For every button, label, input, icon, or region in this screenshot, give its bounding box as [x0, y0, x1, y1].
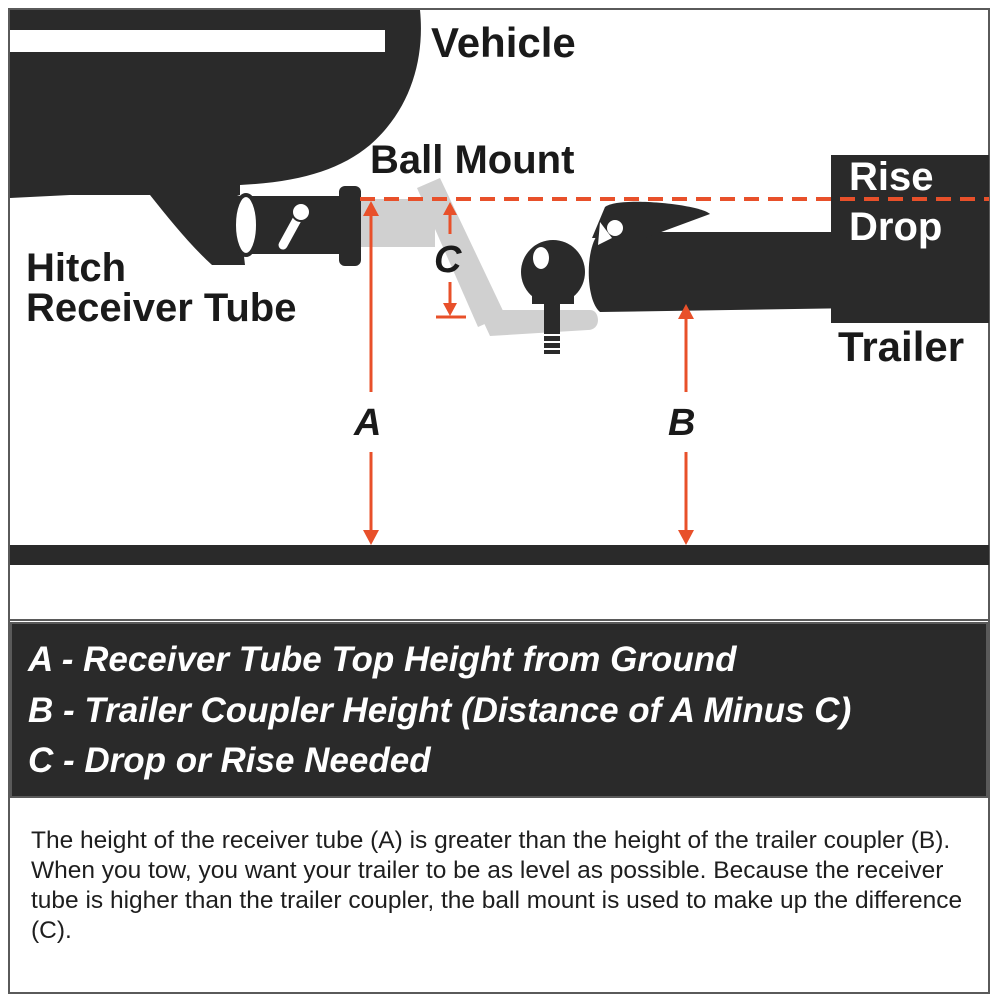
vehicle-icon [10, 10, 421, 205]
vehicle-label: Vehicle [431, 19, 576, 66]
hitch-label: Hitch [26, 246, 126, 290]
legend-panel: A - Receiver Tube Top Height from Ground… [10, 622, 988, 798]
explanation-text: The height of the receiver tube (A) is g… [31, 827, 963, 944]
label-a: A [354, 402, 382, 444]
arrow-b [678, 304, 694, 545]
arrow-a [363, 201, 379, 545]
receiver-bracket [150, 180, 245, 265]
ground-line [10, 545, 989, 565]
legend-item-a: A - Receiver Tube Top Height from Ground [28, 640, 737, 679]
rise-drop-box [831, 155, 989, 323]
ball-mount-label: Ball Mount [370, 138, 575, 182]
drop-label: Drop [849, 205, 943, 249]
receiver-tube-label: Receiver Tube [26, 286, 297, 330]
trailer-coupler-icon [588, 201, 860, 312]
hitch-ball-icon [521, 240, 585, 354]
label-c: C [434, 239, 462, 281]
legend-item-b: B - Trailer Coupler Height (Distance of … [28, 691, 852, 730]
arrow-c [436, 202, 466, 319]
legend-item-c: C - Drop or Rise Needed [28, 741, 431, 780]
trailer-label: Trailer [838, 323, 965, 370]
vehicle-bumper-stripe [10, 30, 385, 52]
label-b: B [668, 402, 696, 444]
receiver-crossbar [232, 193, 260, 257]
hitch-pin-icon [278, 202, 311, 250]
rise-label: Rise [849, 155, 934, 199]
ball-mount-icon [361, 178, 598, 336]
receiver-collar [339, 186, 361, 266]
